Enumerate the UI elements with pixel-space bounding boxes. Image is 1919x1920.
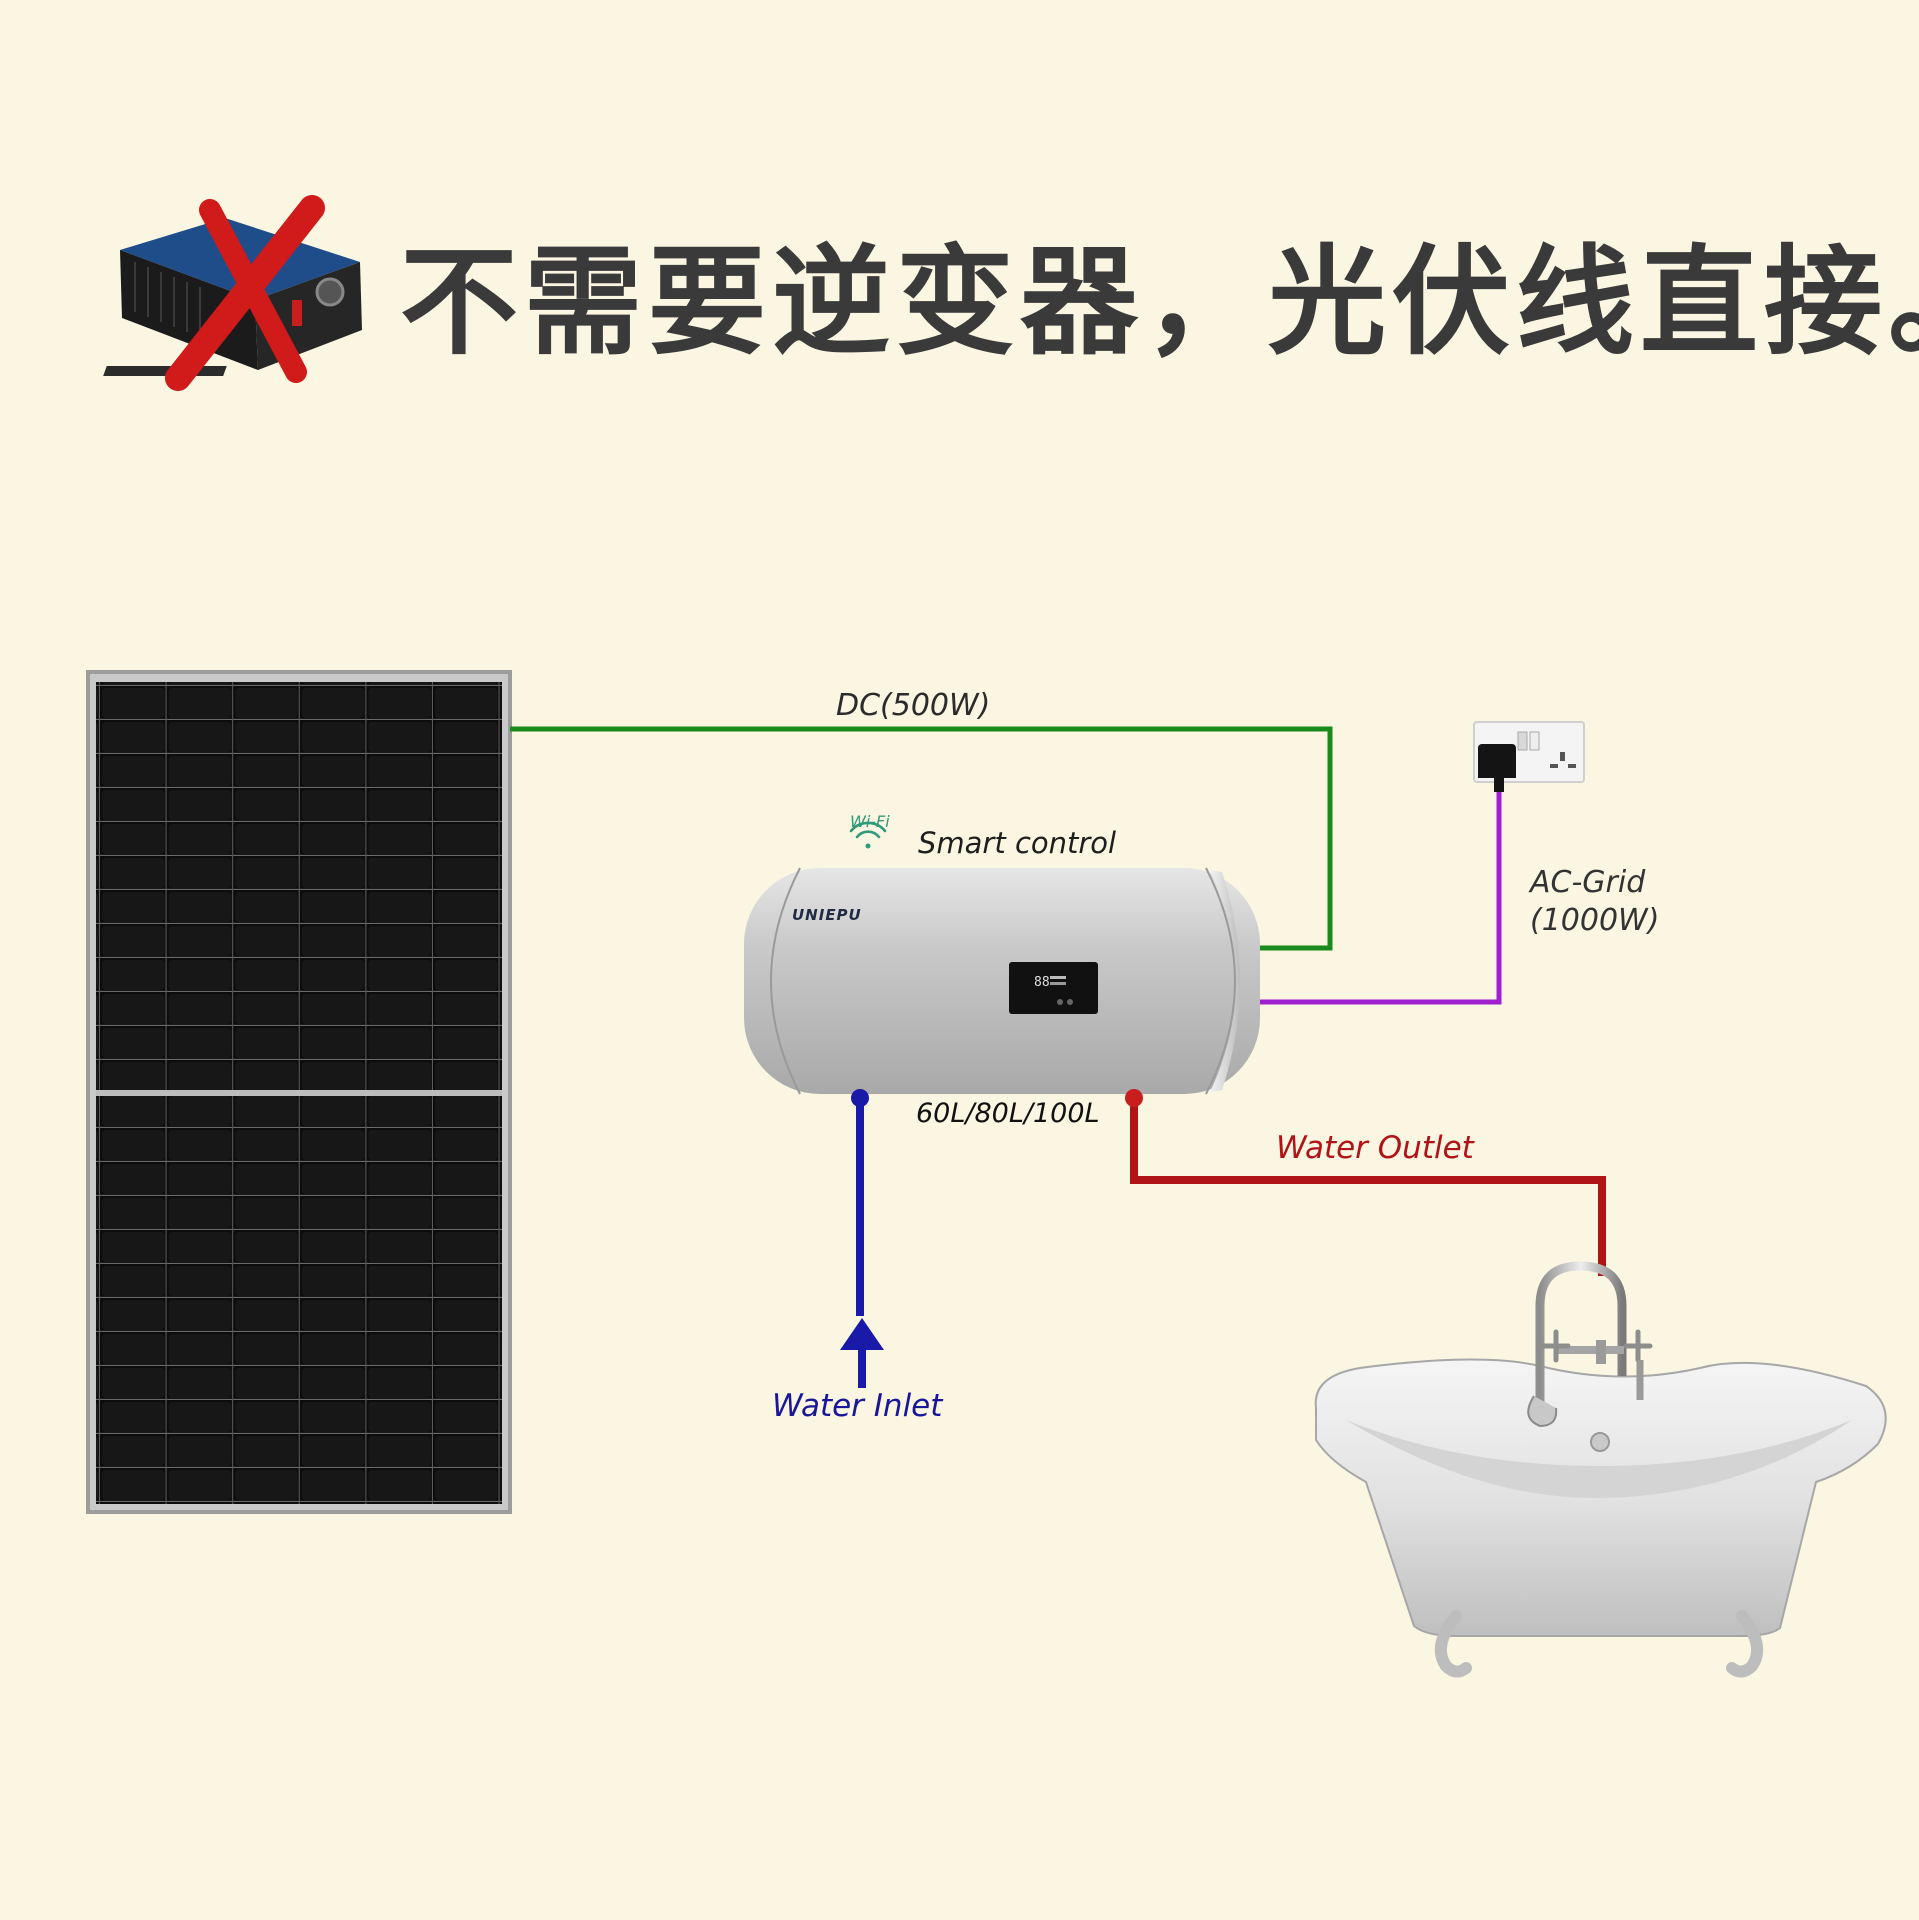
cross-icon: [165, 195, 325, 391]
inlet-arrow-icon: [840, 1318, 884, 1388]
smart-control-label: Smart control: [918, 826, 1117, 860]
water-heater: 88: [744, 867, 1260, 1107]
ac-line: [1260, 790, 1502, 1005]
bathtub-icon: [1314, 1261, 1887, 1678]
display-digits: 88: [1034, 975, 1050, 990]
ac-grid-title: AC-Grid: [1530, 865, 1646, 900]
wall-socket-icon: [1473, 721, 1585, 792]
solar-panel: [86, 670, 512, 1514]
headline: 不需要逆变器，光伏线直接。: [400, 233, 1919, 371]
wifi-label: Wi-Fi: [850, 812, 890, 831]
outlet-port: [1125, 1089, 1143, 1107]
brand-logo: UNIEPU: [792, 906, 862, 924]
water-inlet-label: Water Inlet: [772, 1388, 943, 1424]
water-outlet-label: Water Outlet: [1276, 1130, 1474, 1166]
wifi-icon: [849, 821, 887, 849]
control-display: 88: [1009, 962, 1098, 1014]
dc-power-label: DC(500W): [836, 688, 991, 723]
inlet-port: [851, 1089, 869, 1107]
ac-grid-label: AC-Grid (1000W): [1530, 864, 1659, 940]
ac-grid-power: (1000W): [1530, 903, 1660, 938]
dc-line: [510, 726, 1333, 951]
capacity-label: 60L/80L/100L: [916, 1098, 1100, 1129]
outlet-pipe: [1130, 1098, 1606, 1276]
faucet-icon: [1527, 1261, 1653, 1428]
